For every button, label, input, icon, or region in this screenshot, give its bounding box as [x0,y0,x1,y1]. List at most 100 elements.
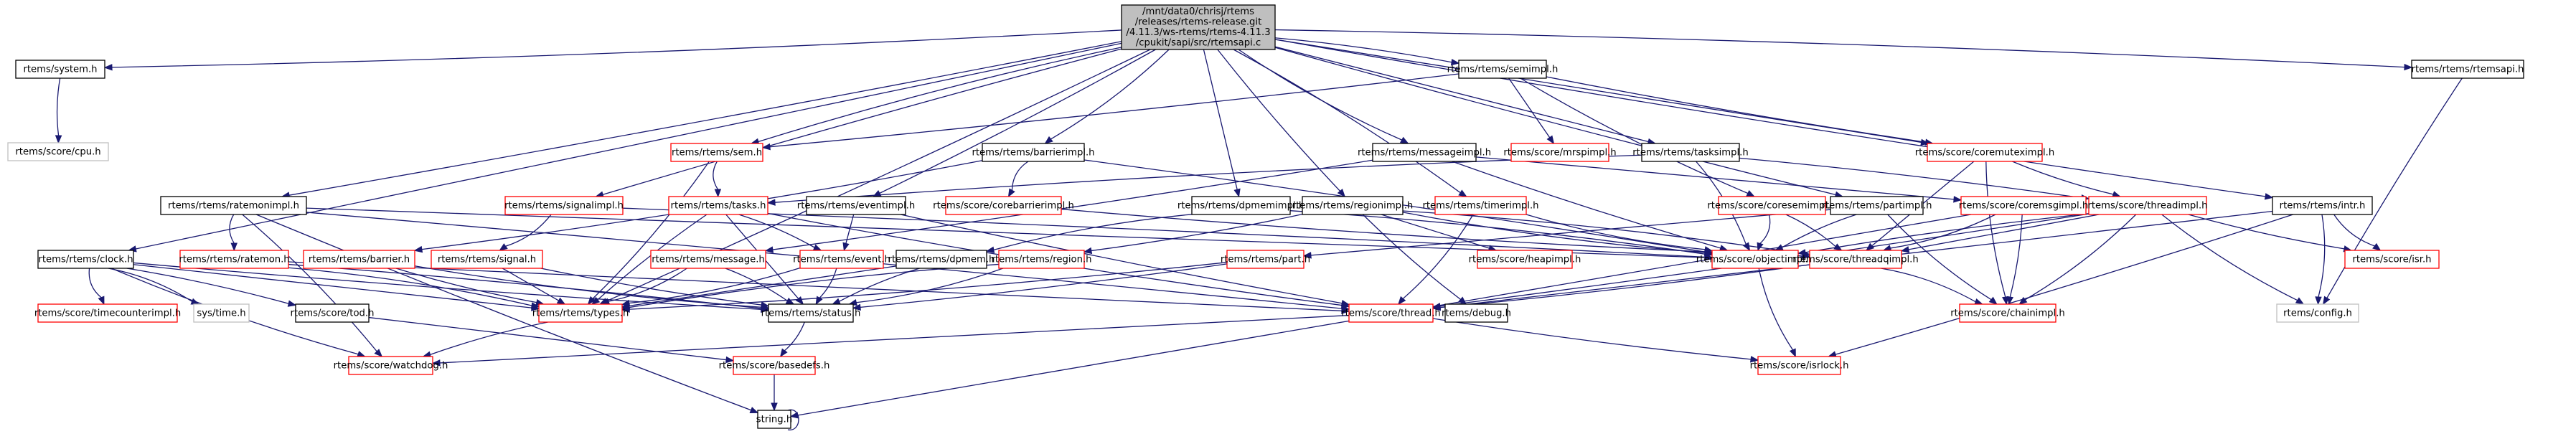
node-event[interactable]: rtems/rtems/event.h [793,250,890,269]
edge-line [629,267,801,304]
node-system[interactable]: rtems/system.h [15,60,105,79]
arrowhead-icon [413,245,423,253]
node-string[interactable]: string.h [756,410,792,429]
node-label: rtems/rtems/signal.h [438,254,536,265]
arrowhead-icon [761,143,771,151]
node-tod[interactable]: rtems/score/tod.h [291,303,375,323]
node-partimpl[interactable]: rtems/rtems/partimpl.h [1822,196,1932,215]
node-chainimpl[interactable]: rtems/score/chainimpl.h [1950,303,2065,323]
node-watchdog[interactable]: rtems/score/watchdog.h [334,356,448,375]
node-ratemon[interactable]: rtems/rtems/ratemon.h [179,250,290,269]
edge-line [1274,47,1836,196]
node-objectimpl[interactable]: rtems/score/objectimpl.h [1696,250,1814,269]
node-status[interactable]: rtems/rtems/status.h [761,303,861,323]
node-label: rtems/score/corebarrierimpl.h [933,200,1074,211]
edge-line [1402,214,1474,299]
node-box [1960,196,2087,215]
node-root[interactable]: /mnt/data0/chrisj/rtems/releases/rtems-r… [1121,4,1276,50]
node-message[interactable]: rtems/rtems/message.h [650,250,766,269]
node-cpu: rtems/score/cpu.h [7,142,109,161]
node-timerimpl[interactable]: rtems/rtems/timerimpl.h [1422,196,1539,215]
edge-eventimpl-to-thread [900,214,1350,307]
node-part[interactable]: rtems/rtems/part.h [1221,250,1310,269]
edge-root-to-ratemonimpl [281,41,1122,199]
edge-system-to-cpu [55,77,62,144]
node-coresemimpl[interactable]: rtems/score/coresemimpl.h [1707,196,1837,215]
edge-root-to-barrierimpl [1044,49,1170,144]
node-threadqimpl[interactable]: rtems/score/threadqimpl.h [1792,250,1919,269]
node-label: rtems/rtems/event.h [793,254,890,265]
node-label: rtems/score/mrspimpl.h [1503,147,1616,158]
edge-signal-to-types [502,268,566,305]
node-box [348,356,433,375]
node-corebarrierimpl[interactable]: rtems/score/corebarrierimpl.h [933,196,1074,215]
node-dpmemimpl[interactable]: rtems/rtems/dpmemimpl.h [1177,196,1305,215]
edge-line [368,316,727,361]
node-box [2272,196,2373,215]
edge-line [1274,46,1649,143]
node-box [7,142,109,161]
node-tasksimpl[interactable]: rtems/rtems/tasksimpl.h [1632,143,1749,162]
node-label: rtems/score/basedefs.h [719,360,830,371]
node-barrier[interactable]: rtems/rtems/barrier.h [303,250,415,269]
node-timecounterimpl[interactable]: rtems/score/timecounterimpl.h [34,303,181,323]
edge-partimpl-to-part [1302,209,1831,259]
node-basedefs[interactable]: rtems/score/basedefs.h [719,356,830,375]
node-label: rtems/score/cpu.h [15,146,100,157]
node-heapimpl[interactable]: rtems/score/heapimpl.h [1469,250,1581,269]
node-region[interactable]: rtems/rtems/region.h [992,250,1092,269]
node-tasks[interactable]: rtems/rtems/tasks.h [668,196,768,215]
node-signal[interactable]: rtems/rtems/signal.h [431,250,543,269]
edge-line [126,268,289,304]
node-box [668,196,768,215]
node-semimpl[interactable]: rtems/rtems/semimpl.h [1447,60,1559,79]
node-types[interactable]: rtems/rtems/types.h [532,303,629,323]
node-isrlock[interactable]: rtems/score/isrlock.h [1750,356,1849,375]
node-signalimpl[interactable]: rtems/rtems/signalimpl.h [504,196,624,215]
node-regionimpl[interactable]: rtems/rtems/regionimpl.h [1292,196,1414,215]
node-ratemonimpl[interactable]: rtems/rtems/ratemonimpl.h [160,196,307,215]
node-intr[interactable]: rtems/rtems/intr.h [2272,196,2373,215]
edge-line [1061,208,1803,257]
node-box [1641,143,1740,162]
edge-sem-to-types [587,161,710,306]
node-clock[interactable]: rtems/rtems/clock.h [37,250,134,269]
arrowhead-icon [1749,356,1759,363]
node-coremuteximpl[interactable]: rtems/score/coremuteximpl.h [1915,143,2054,162]
node-barrierimpl[interactable]: rtems/rtems/barrierimpl.h [972,143,1095,162]
arrowhead-icon [1703,246,1714,253]
node-label: rtems/score/thread.h [1341,308,1441,319]
edge-line [56,77,61,136]
node-eventimpl[interactable]: rtems/rtems/eventimpl.h [797,196,915,215]
node-isr[interactable]: rtems/score/isr.h [2344,250,2440,269]
node-dpmem[interactable]: rtems/rtems/dpmem.h [888,250,995,269]
node-debug[interactable]: rtems/debug.h [1442,303,1511,323]
node-rtemsapi[interactable]: rtems/rtems/rtemsapi.h [2411,60,2524,79]
node-label: rtems/score/tod.h [291,308,375,319]
node-messageimpl[interactable]: rtems/rtems/messageimpl.h [1358,143,1491,162]
node-mrspimpl[interactable]: rtems/score/mrspimpl.h [1503,143,1617,162]
node-threadimpl[interactable]: rtems/score/threadimpl.h [2087,196,2208,215]
node-box [2411,60,2524,79]
node-label: rtems/score/coremuteximpl.h [1915,147,2054,158]
node-label: rtems/score/threadqimpl.h [1792,254,1918,265]
arrowhead-icon [779,348,788,358]
edge-line [1310,209,1831,256]
edge-tasksimpl-to-threadimpl [1739,157,2090,202]
node-label: rtems/rtems/message.h [652,254,765,265]
node-sem[interactable]: rtems/rtems/sem.h [670,143,763,162]
arrowhead-icon [1007,188,1015,198]
node-label: rtems/rtems/status.h [761,308,861,319]
node-box [1959,303,2056,323]
edge-sem-to-tasks [713,161,722,198]
edge-line [1546,76,1926,143]
node-thread[interactable]: rtems/score/thread.h [1341,303,1441,323]
arrowhead-icon [591,296,601,305]
arrowhead-icon [530,302,540,309]
arrowhead-icon [1458,189,1467,197]
arrowhead-icon [725,356,735,364]
node-box [431,250,543,269]
node-coremsgimpl[interactable]: rtems/score/coremsgimpl.h [1959,196,2089,215]
node-box [670,143,763,162]
